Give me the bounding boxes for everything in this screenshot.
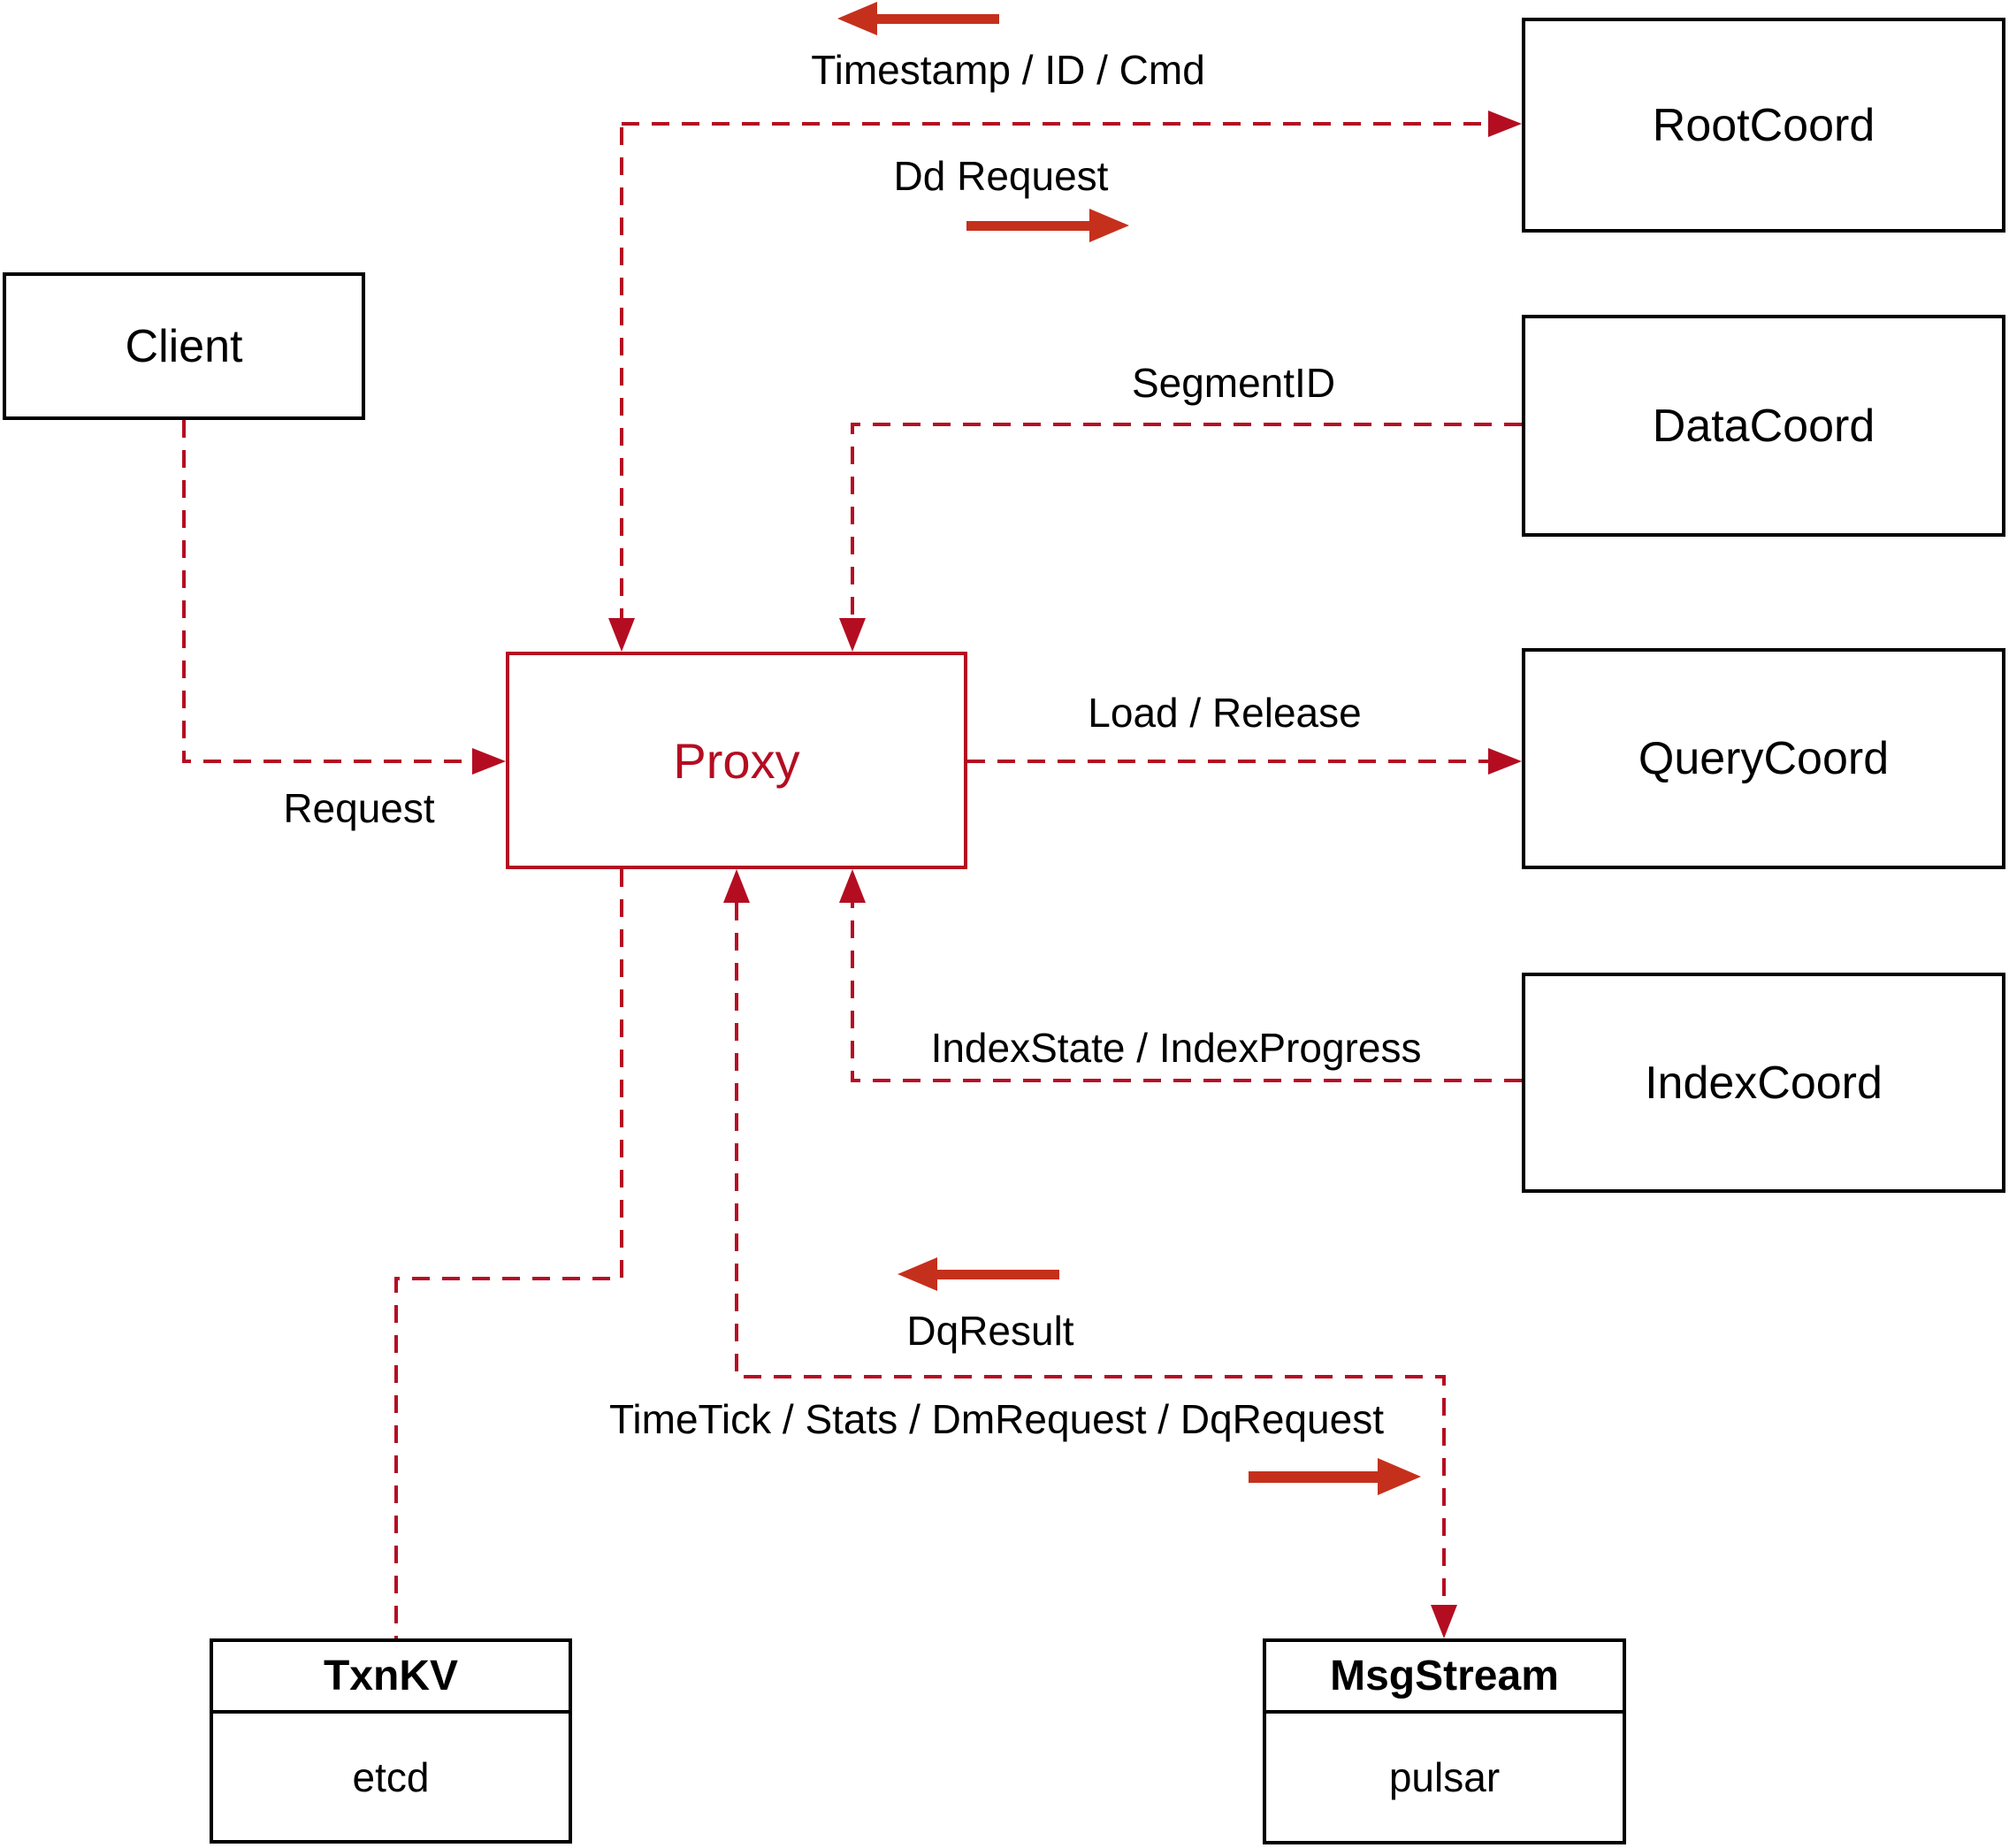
arrow-right-timetick-icon (1249, 1458, 1421, 1495)
node-querycoord-label: QueryCoord (1638, 733, 1890, 784)
node-datacoord: DataCoord (1522, 315, 2005, 537)
arrowhead-into-proxy-top-right-icon (839, 618, 866, 652)
node-rootcoord-label: RootCoord (1652, 99, 1875, 151)
edge-rootcoord-line (620, 122, 1488, 618)
node-client: Client (3, 272, 365, 420)
edge-label-dqresult: DqResult (906, 1308, 1074, 1354)
edge-indexstate-line (851, 903, 1522, 1082)
node-rootcoord: RootCoord (1522, 18, 2005, 233)
arrow-right-ddrequest-icon (966, 209, 1129, 242)
edge-msgstream-line (735, 903, 1446, 1605)
edge-label-timetick: TimeTick / Stats / DmRequest / DqRequest (609, 1396, 1384, 1442)
arrowhead-into-proxy-left-icon (472, 748, 506, 775)
node-datacoord-label: DataCoord (1652, 400, 1875, 452)
arrowhead-into-querycoord-icon (1488, 748, 1522, 775)
arrowhead-into-proxy-bottom-indexstate-icon (839, 869, 866, 903)
node-client-label: Client (125, 320, 243, 372)
edge-label-indexstate: IndexState / IndexProgress (930, 1025, 1422, 1071)
edge-label-segmentid: SegmentID (1131, 360, 1336, 406)
edge-label-request: Request (283, 785, 435, 831)
node-indexcoord: IndexCoord (1522, 973, 2005, 1193)
node-querycoord: QueryCoord (1522, 648, 2005, 869)
edge-segmentid-line (851, 423, 1522, 618)
node-proxy: Proxy (506, 652, 967, 869)
node-txnkv-title: TxnKV (213, 1642, 569, 1714)
edge-label-dd-request: Dd Request (893, 153, 1109, 199)
arrow-left-dqresult-icon (898, 1257, 1059, 1291)
edge-label-load-release: Load / Release (1088, 690, 1362, 736)
node-msgstream-subtitle: pulsar (1388, 1754, 1501, 1800)
node-txnkv: TxnKV etcd (210, 1638, 572, 1844)
edge-label-timestamp: Timestamp / ID / Cmd (811, 47, 1205, 93)
node-indexcoord-label: IndexCoord (1645, 1057, 1883, 1109)
arrowhead-into-proxy-bottom-msgstream-icon (723, 869, 750, 903)
edge-txnkv-line (394, 869, 623, 1638)
arrowhead-into-msgstream-icon (1431, 1605, 1457, 1638)
arrow-left-timestamp-icon (837, 2, 999, 35)
node-txnkv-subtitle: etcd (352, 1753, 430, 1800)
arrowhead-into-proxy-top-left-icon (608, 618, 635, 652)
edge-request-line (182, 420, 472, 763)
node-msgstream: MsgStream pulsar (1263, 1638, 1626, 1844)
node-msgstream-title: MsgStream (1266, 1642, 1623, 1714)
arrowhead-into-rootcoord-icon (1488, 111, 1522, 137)
node-proxy-label: Proxy (673, 732, 800, 789)
